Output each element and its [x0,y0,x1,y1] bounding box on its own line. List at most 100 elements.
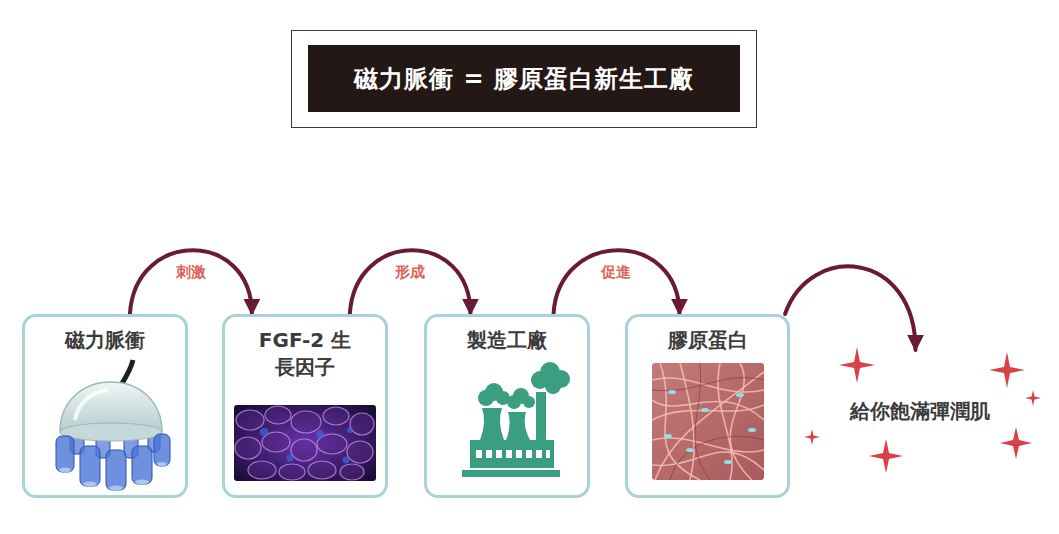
cell-image [347,427,353,433]
cell-image [287,455,294,462]
flow-arrow [785,266,915,350]
diagram-title: 磁力脈衝 = 膠原蛋白新生工廠 [354,63,694,95]
process-box: 膠原蛋白 [625,314,790,498]
pulse-device [56,360,170,491]
collagen-image [736,393,744,397]
cell-image [308,461,336,479]
cell-image [316,430,324,438]
cell-image [235,406,374,480]
collagen-image [724,460,732,464]
factory-icon [480,408,504,440]
collagen-image [652,363,764,480]
cell-image [234,405,376,481]
sparkle [804,429,820,445]
factory-icon [523,396,535,408]
collagen-image [652,363,764,480]
pulse-device [154,434,170,466]
cell-image [248,461,276,479]
box-label: 膠原蛋白 [638,327,778,354]
box-label: 磁力脈衝 [35,327,175,354]
collagen-image [701,408,709,412]
title-frame: 磁力脈衝 = 膠原蛋白新生工廠 [291,30,757,128]
sparkle [1025,390,1041,406]
cell-image [236,410,264,430]
factory-icon [506,412,530,440]
pulse-device [80,446,100,486]
collagen-image [660,363,700,480]
flow-arrow [350,250,471,314]
factory-icon [470,440,554,468]
box-label: FGF-2 生長因子 [250,327,360,381]
collagen-image [652,438,764,452]
collagen-image [695,363,710,480]
collagen-image [652,363,764,480]
collagen-image [652,378,764,391]
flow-arrow [130,250,252,314]
factory-icon [516,450,522,458]
cell-image [260,428,268,436]
cell-image [234,405,376,481]
cell-image [323,407,349,425]
pulse-device [83,482,97,487]
pulse-device [106,450,126,490]
cell-image [291,411,321,433]
collagen-image [652,363,764,480]
factory-icon [462,362,570,477]
factory-icon [462,470,560,477]
cell-image [340,464,364,480]
factory-icon [546,450,550,458]
cell-image [235,437,261,459]
cell-image [291,439,317,461]
title-band: 磁力脈衝 = 膠原蛋白新生工廠 [308,45,740,112]
pulse-device [135,480,149,485]
flow-arrow [553,250,679,314]
process-box: 製造工廠 [424,314,590,498]
collagen-image [664,434,672,438]
collagen-image [670,436,764,480]
pulse-device [109,486,123,491]
sparkle [804,347,1041,473]
factory-icon [536,392,546,440]
pulse-device [157,462,167,466]
pulse-device [56,436,74,472]
factory-icon [545,378,561,394]
cell-image [343,457,350,464]
factory-icon [536,450,542,458]
factory-icon [476,450,482,458]
factory-icon [496,450,502,458]
edge-label: 促進 [598,263,634,281]
sparkle [839,347,875,383]
cell-image [347,441,373,463]
collagen-image [652,452,764,470]
pulse-device [132,446,152,484]
cell-image [265,406,291,424]
result-text: 給你飽滿彈潤肌 [818,398,1022,425]
factory-icon [486,450,492,458]
pulse-device [60,423,162,441]
process-box: 磁力脈衝 [22,314,188,498]
edge-label: 形成 [392,263,428,281]
pulse-device [75,390,108,420]
process-box: FGF-2 生長因子 [222,314,388,498]
collagen-image [668,390,676,394]
edge-label: 刺激 [173,263,209,281]
factory-icon [526,450,532,458]
cell-image [279,464,305,480]
sparkle [869,439,903,473]
box-label: 製造工廠 [437,327,577,354]
cell-image [350,413,374,435]
factory-icon [476,450,550,458]
collagen-image [748,428,756,432]
cell-image [260,427,353,464]
sparkle [989,352,1025,388]
collagen-image [686,448,694,452]
collagen-image [652,405,764,420]
collagen-image [652,400,764,420]
collagen-image [664,390,756,464]
factory-icon [506,450,512,458]
result-node: 給你飽滿彈潤肌 [808,350,1032,441]
sparkle [1000,427,1032,459]
pulse-device [59,468,71,473]
collagen-image [730,363,752,480]
